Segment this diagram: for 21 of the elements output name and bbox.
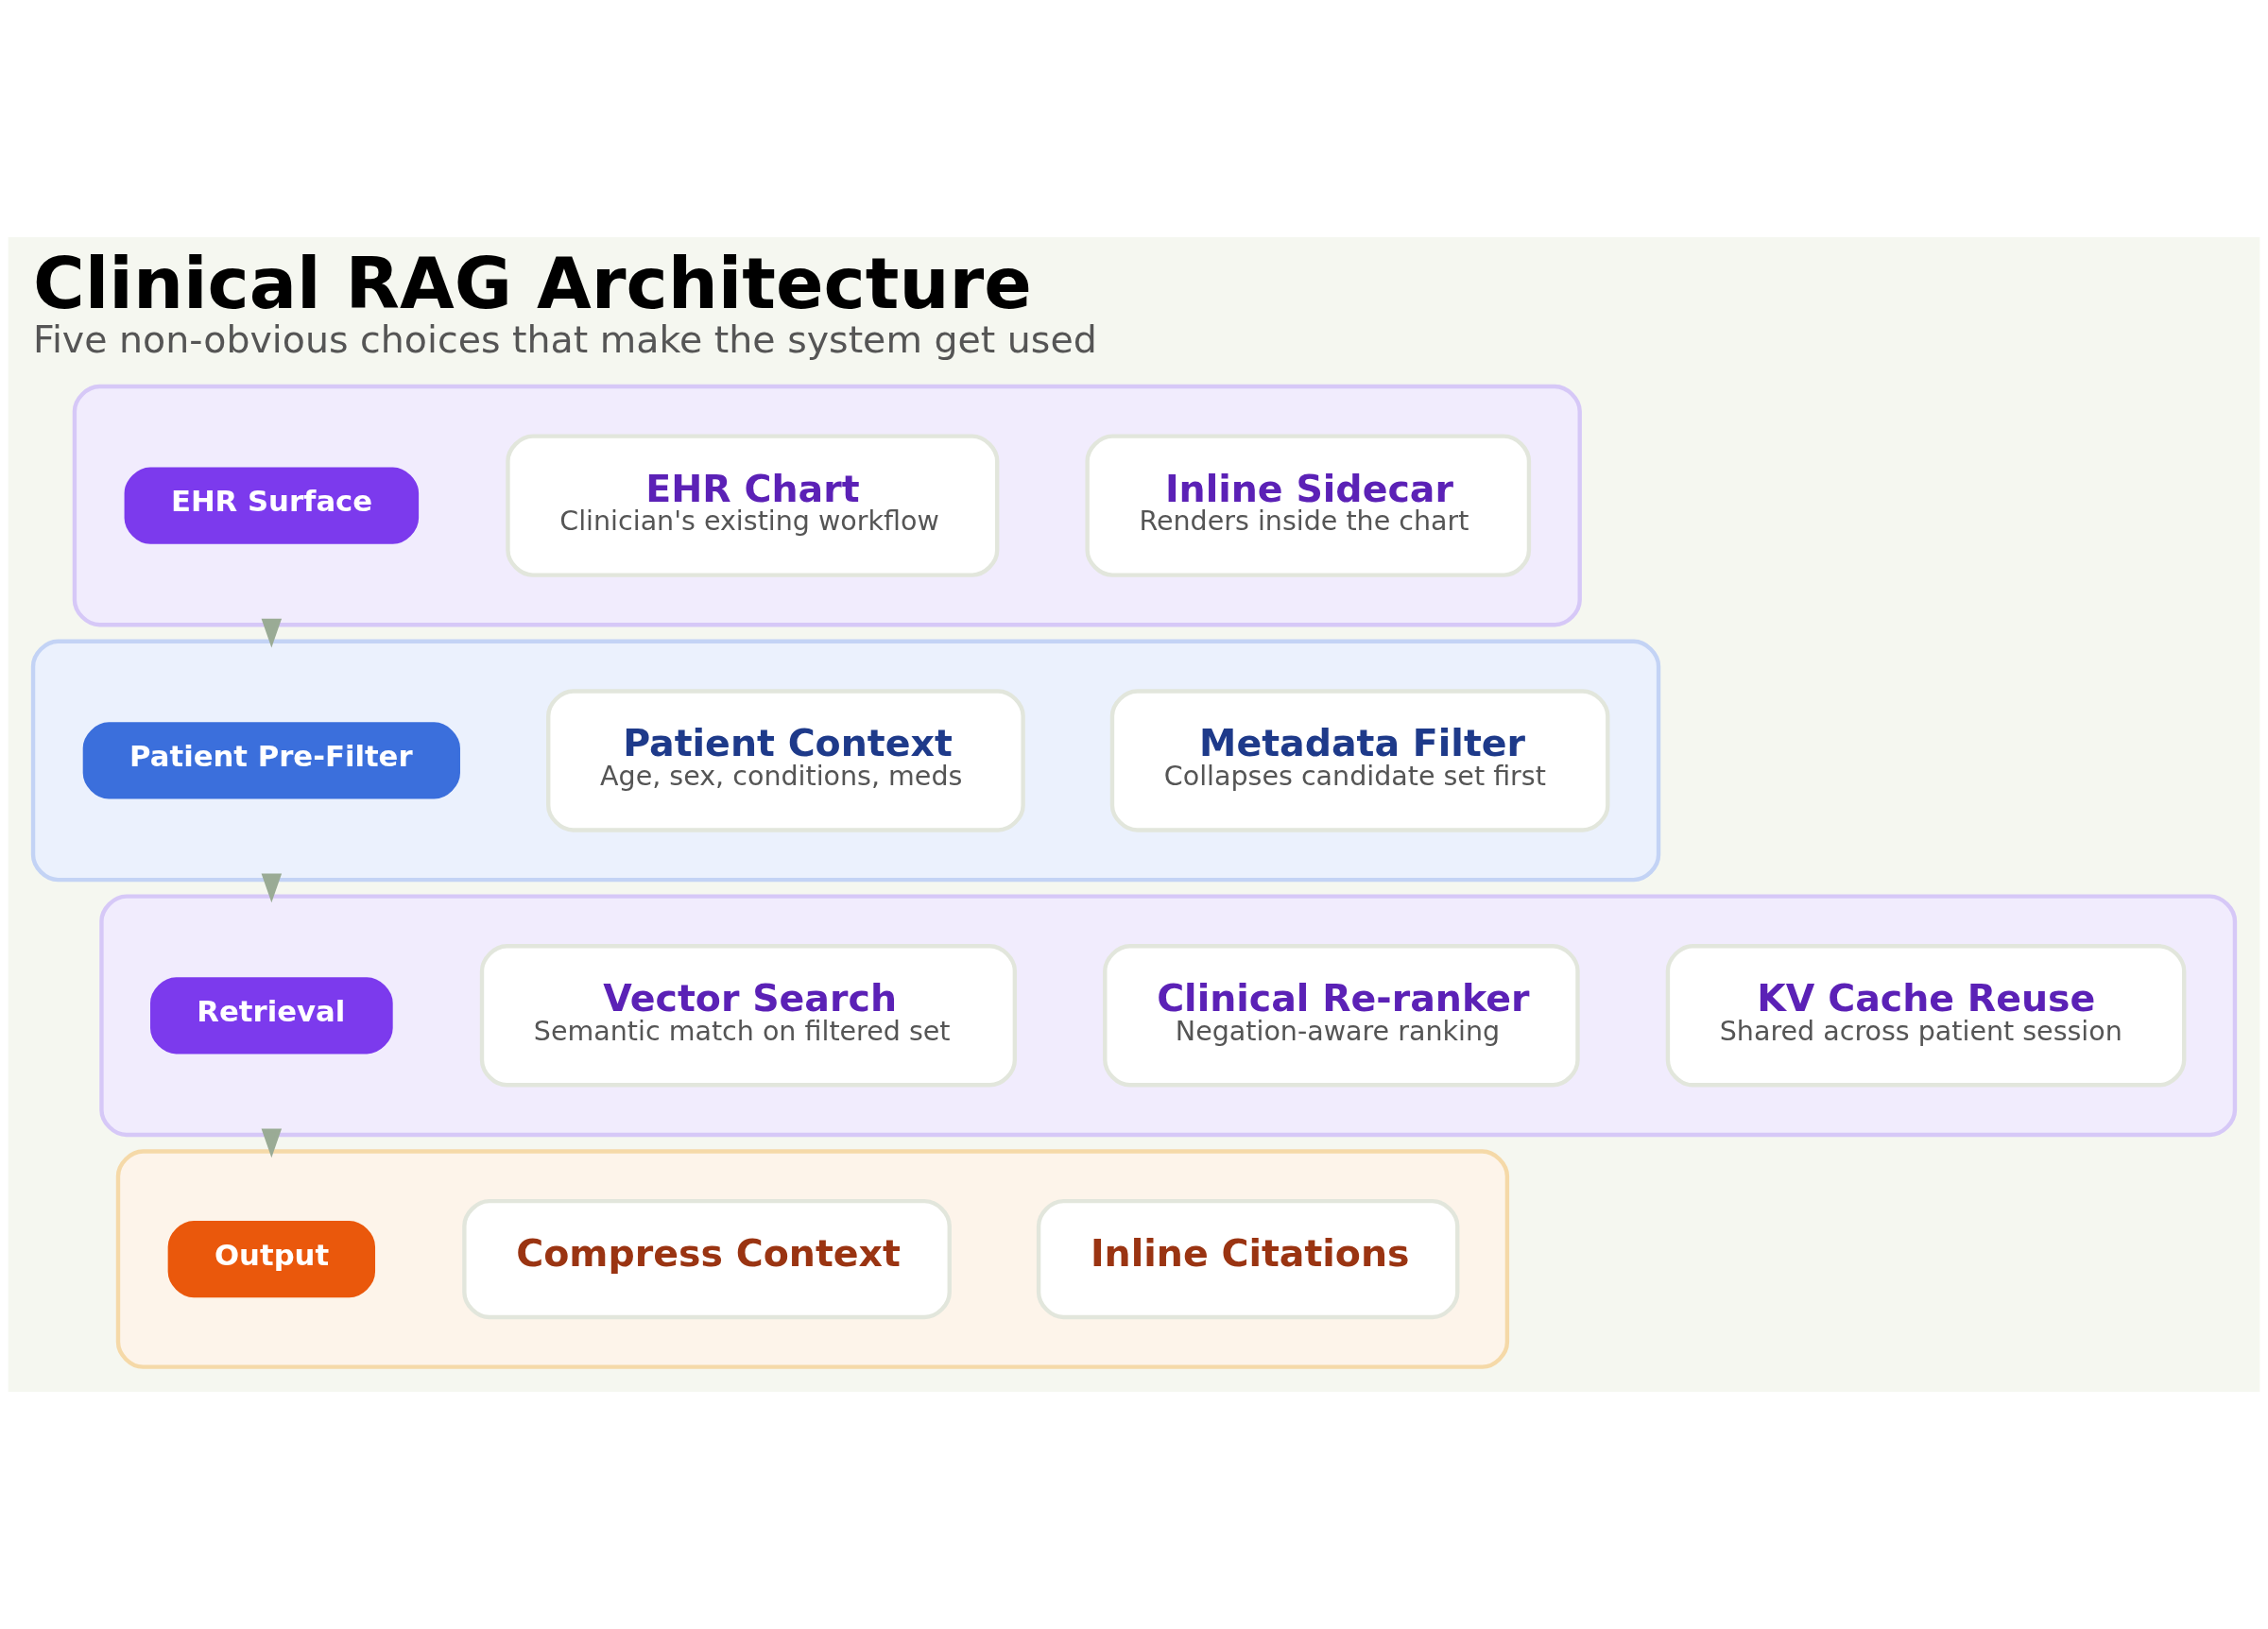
arrow: [261, 1128, 283, 1158]
cluster: [99, 894, 2238, 1138]
cluster: [72, 384, 1582, 627]
node-box: Patient Context Age, sex, conditions, meds: [546, 689, 1025, 832]
node-box: Compress Context: [462, 1198, 952, 1320]
node-box: Metadata Filter Collapses candidate set first: [1109, 689, 1610, 832]
arrow: [261, 618, 283, 648]
node-box: KV Cache Reuse Shared across patient session: [1665, 944, 2187, 1088]
node-box: Clinical Re-ranker Negation-aware ranking: [1103, 944, 1580, 1088]
node-box: Inline Sidecar Renders inside the chart: [1085, 434, 1532, 577]
node-box: Vector Search Semantic match on filtered set: [479, 944, 1018, 1088]
arrow: [261, 873, 283, 903]
cluster: [30, 639, 1661, 883]
node-box: Inline Citations: [1036, 1198, 1460, 1320]
node-box: EHR Surface: [124, 467, 420, 544]
node-box: Patient Pre-Filter: [82, 722, 460, 799]
node-box: EHR Chart Clinician's existing workflow: [506, 434, 1000, 577]
caption: Five non-obvious choices that make the system get used: [33, 317, 1097, 361]
node-box: Retrieval: [150, 977, 393, 1055]
cluster: [115, 1149, 1510, 1369]
node-box: Output: [167, 1221, 376, 1298]
